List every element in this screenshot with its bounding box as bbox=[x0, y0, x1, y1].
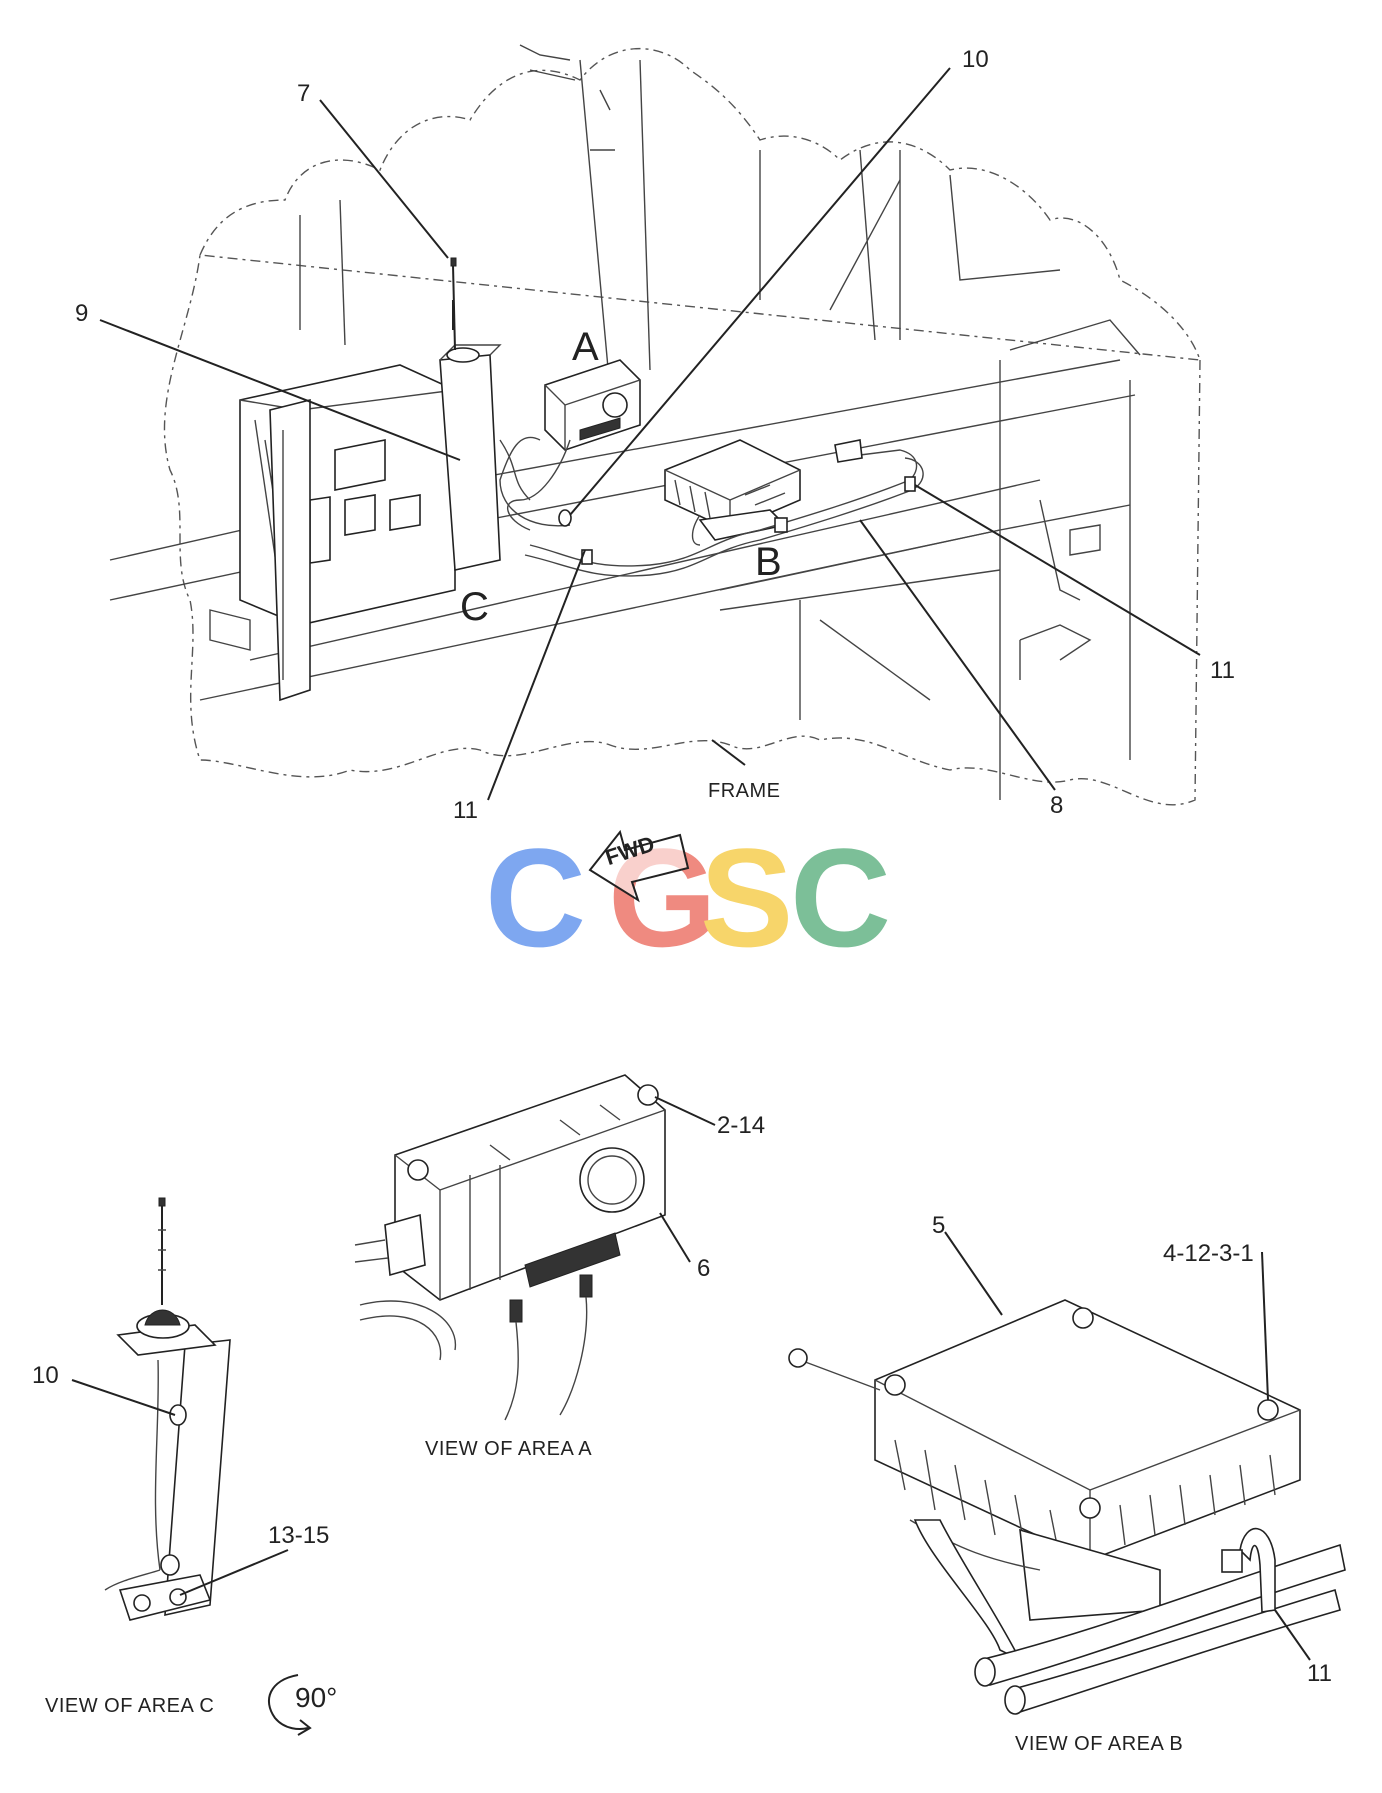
callout-11-right: 11 bbox=[1210, 657, 1235, 684]
leader-13-15 bbox=[179, 1549, 289, 1596]
watermark-letter: C bbox=[485, 819, 587, 976]
view-b-caption: VIEW OF AREA B bbox=[1015, 1733, 1184, 1755]
leader-8 bbox=[859, 519, 1056, 791]
rotation-label: 90° bbox=[295, 1682, 338, 1713]
area-letter-c: C bbox=[460, 585, 489, 629]
main-assembly-illustration bbox=[109, 44, 1201, 806]
callout-5: 5 bbox=[932, 1212, 946, 1239]
leader-lines-main bbox=[99, 67, 1201, 801]
callout-10-detail: 10 bbox=[32, 1362, 59, 1389]
view-b-illustration bbox=[788, 1299, 1346, 1715]
fwd-arrow-icon bbox=[588, 829, 690, 903]
leader-10-top bbox=[569, 67, 951, 516]
view-c-caption: VIEW OF AREA C bbox=[45, 1695, 215, 1717]
frame-label: FRAME bbox=[708, 780, 781, 802]
rotate-arrow-icon bbox=[267, 1674, 312, 1736]
watermark-letter: S bbox=[700, 819, 794, 976]
leader-lines-view-c bbox=[71, 1379, 289, 1596]
callout-2-14: 2-14 bbox=[717, 1112, 766, 1139]
view-c-illustration bbox=[104, 1197, 231, 1621]
callout-4-12-3-1: 4-12-3-1 bbox=[1163, 1240, 1254, 1267]
leader-2-14 bbox=[654, 1096, 716, 1126]
view-a-caption: VIEW OF AREA A bbox=[425, 1438, 593, 1460]
leader-11-bottom bbox=[487, 549, 586, 801]
area-letter-a: A bbox=[572, 325, 599, 369]
leader-10-detail bbox=[71, 1379, 176, 1416]
leader-5 bbox=[944, 1231, 1003, 1316]
callout-8: 8 bbox=[1050, 792, 1064, 819]
leader-4-12-3-1 bbox=[1261, 1251, 1269, 1401]
callout-11-bottom: 11 bbox=[453, 797, 478, 824]
leader-11-detail bbox=[1274, 1609, 1311, 1661]
callout-10-top: 10 bbox=[962, 46, 989, 73]
callout-11-detail: 11 bbox=[1307, 1660, 1332, 1687]
callout-6: 6 bbox=[697, 1255, 711, 1282]
view-a-illustration bbox=[354, 1074, 666, 1421]
watermark-s: S bbox=[700, 828, 793, 968]
callout-13-15: 13-15 bbox=[268, 1522, 330, 1549]
leader-7 bbox=[319, 99, 449, 259]
leader-9 bbox=[99, 319, 461, 461]
leader-lines-view-b bbox=[944, 1231, 1311, 1661]
leader-11-right bbox=[914, 484, 1201, 656]
leader-6 bbox=[659, 1212, 691, 1263]
leader-lines-view-a bbox=[654, 1096, 716, 1263]
watermark-letter: C bbox=[790, 819, 892, 976]
watermark-c1: C bbox=[485, 828, 586, 968]
callout-7: 7 bbox=[297, 80, 311, 107]
area-letter-b: B bbox=[755, 540, 782, 584]
watermark-c2: C bbox=[790, 828, 891, 968]
callout-9: 9 bbox=[75, 300, 89, 327]
leader-frame bbox=[711, 739, 746, 766]
